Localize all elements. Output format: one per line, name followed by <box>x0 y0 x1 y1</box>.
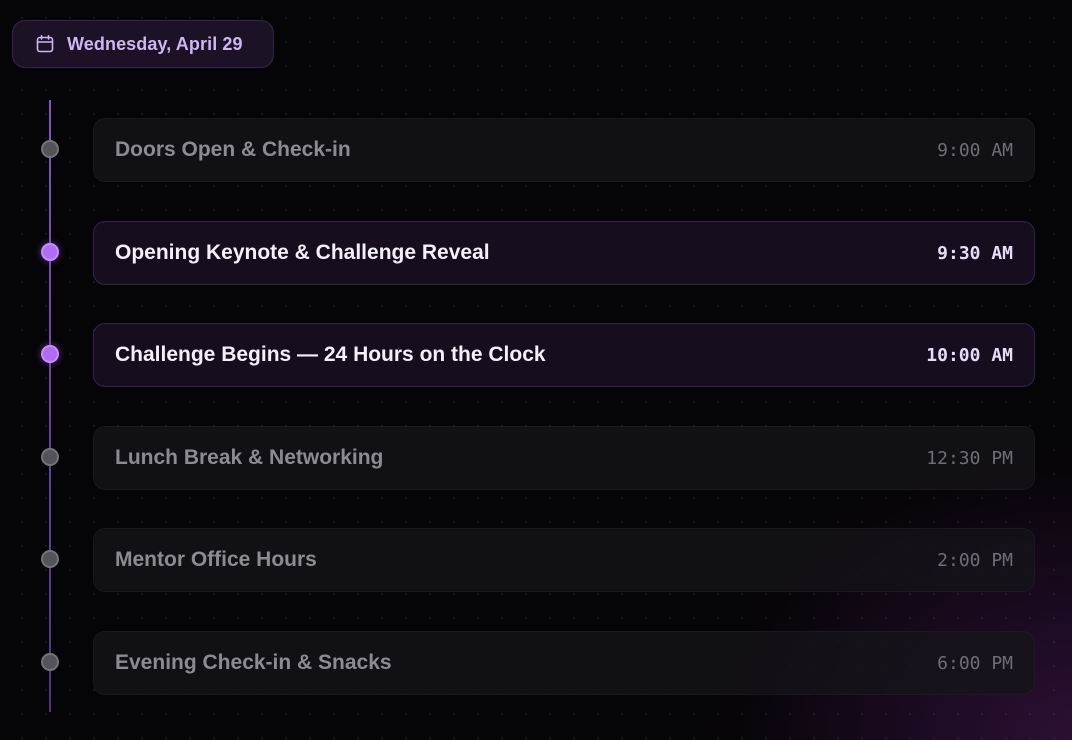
event-time: 6:00 PM <box>937 652 1013 674</box>
event-title: Opening Keynote & Challenge Reveal <box>115 241 490 264</box>
date-label: Wednesday, April 29 <box>67 33 243 54</box>
event-title: Evening Check-in & Snacks <box>115 651 392 674</box>
schedule-item[interactable]: Doors Open & Check-in 9:00 AM <box>0 118 1072 182</box>
timeline-dot <box>41 243 59 261</box>
timeline-dot <box>41 550 59 568</box>
event-title: Doors Open & Check-in <box>115 138 351 161</box>
schedule-card[interactable]: Opening Keynote & Challenge Reveal 9:30 … <box>93 221 1035 285</box>
event-title: Mentor Office Hours <box>115 548 317 571</box>
event-title: Challenge Begins — 24 Hours on the Clock <box>115 343 546 366</box>
event-title: Lunch Break & Networking <box>115 446 384 469</box>
event-time: 9:30 AM <box>937 242 1013 264</box>
event-time: 12:30 PM <box>926 447 1013 469</box>
schedule-card[interactable]: Challenge Begins — 24 Hours on the Clock… <box>93 323 1035 387</box>
event-time: 2:00 PM <box>937 549 1013 571</box>
schedule-card[interactable]: Doors Open & Check-in 9:00 AM <box>93 118 1035 182</box>
date-badge: Wednesday, April 29 <box>12 20 274 68</box>
timeline-dot <box>41 653 59 671</box>
schedule-card[interactable]: Mentor Office Hours 2:00 PM <box>93 528 1035 592</box>
schedule-item[interactable]: Evening Check-in & Snacks 6:00 PM <box>0 631 1072 695</box>
timeline-line <box>49 100 51 712</box>
schedule-item[interactable]: Challenge Begins — 24 Hours on the Clock… <box>0 323 1072 387</box>
schedule-item[interactable]: Opening Keynote & Challenge Reveal 9:30 … <box>0 221 1072 285</box>
schedule-card[interactable]: Evening Check-in & Snacks 6:00 PM <box>93 631 1035 695</box>
schedule-item[interactable]: Lunch Break & Networking 12:30 PM <box>0 426 1072 490</box>
schedule-card[interactable]: Lunch Break & Networking 12:30 PM <box>93 426 1035 490</box>
calendar-icon <box>35 34 55 54</box>
timeline-dot <box>41 448 59 466</box>
event-time: 10:00 AM <box>926 344 1013 366</box>
event-time: 9:00 AM <box>937 139 1013 161</box>
timeline-dot <box>41 140 59 158</box>
timeline-dot <box>41 345 59 363</box>
schedule-item[interactable]: Mentor Office Hours 2:00 PM <box>0 528 1072 592</box>
